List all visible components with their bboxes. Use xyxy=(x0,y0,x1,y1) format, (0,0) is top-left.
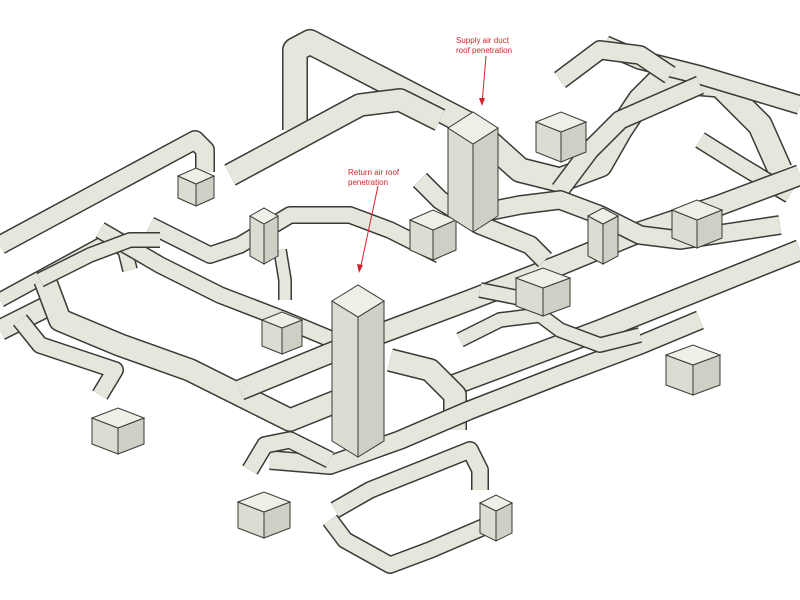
annotation-arrows xyxy=(357,55,487,273)
return-penetration-box xyxy=(331,284,385,458)
duct-run xyxy=(322,511,504,574)
supply-penetration-box xyxy=(447,111,499,233)
duct-run xyxy=(554,40,676,88)
plenum-box xyxy=(586,207,620,265)
diffuser-box xyxy=(408,209,458,261)
supply-penetration-label: Supply air duct roof penetration xyxy=(456,36,513,55)
diffuser-box xyxy=(534,111,588,163)
plenum-box xyxy=(478,494,514,542)
duct-run xyxy=(330,441,489,518)
diffuser-box xyxy=(236,491,292,539)
diffuser-box xyxy=(90,407,146,455)
duct-run xyxy=(552,75,705,196)
duct-run xyxy=(224,88,446,186)
return-penetration-label: Return air roof penetration xyxy=(348,168,400,187)
return-arrow xyxy=(359,185,379,271)
diffuser-box xyxy=(514,267,572,317)
return-arrowhead xyxy=(357,264,363,273)
duct-run xyxy=(436,239,800,401)
duct-run xyxy=(145,206,445,264)
plenum-box xyxy=(248,207,280,265)
duct-run xyxy=(33,275,345,432)
diffuser-box xyxy=(176,167,216,207)
diffuser-box xyxy=(670,199,724,249)
duct-run xyxy=(242,431,335,475)
duct-run xyxy=(12,314,124,400)
supply-arrowhead xyxy=(479,98,485,106)
diffuser-box xyxy=(260,311,304,355)
duct-run xyxy=(36,232,160,288)
diffuser-box xyxy=(664,344,722,396)
duct-run xyxy=(273,248,292,300)
duct-run xyxy=(456,307,642,353)
duct-run xyxy=(0,130,215,254)
duct-run xyxy=(269,310,704,475)
supply-arrow xyxy=(481,55,487,105)
